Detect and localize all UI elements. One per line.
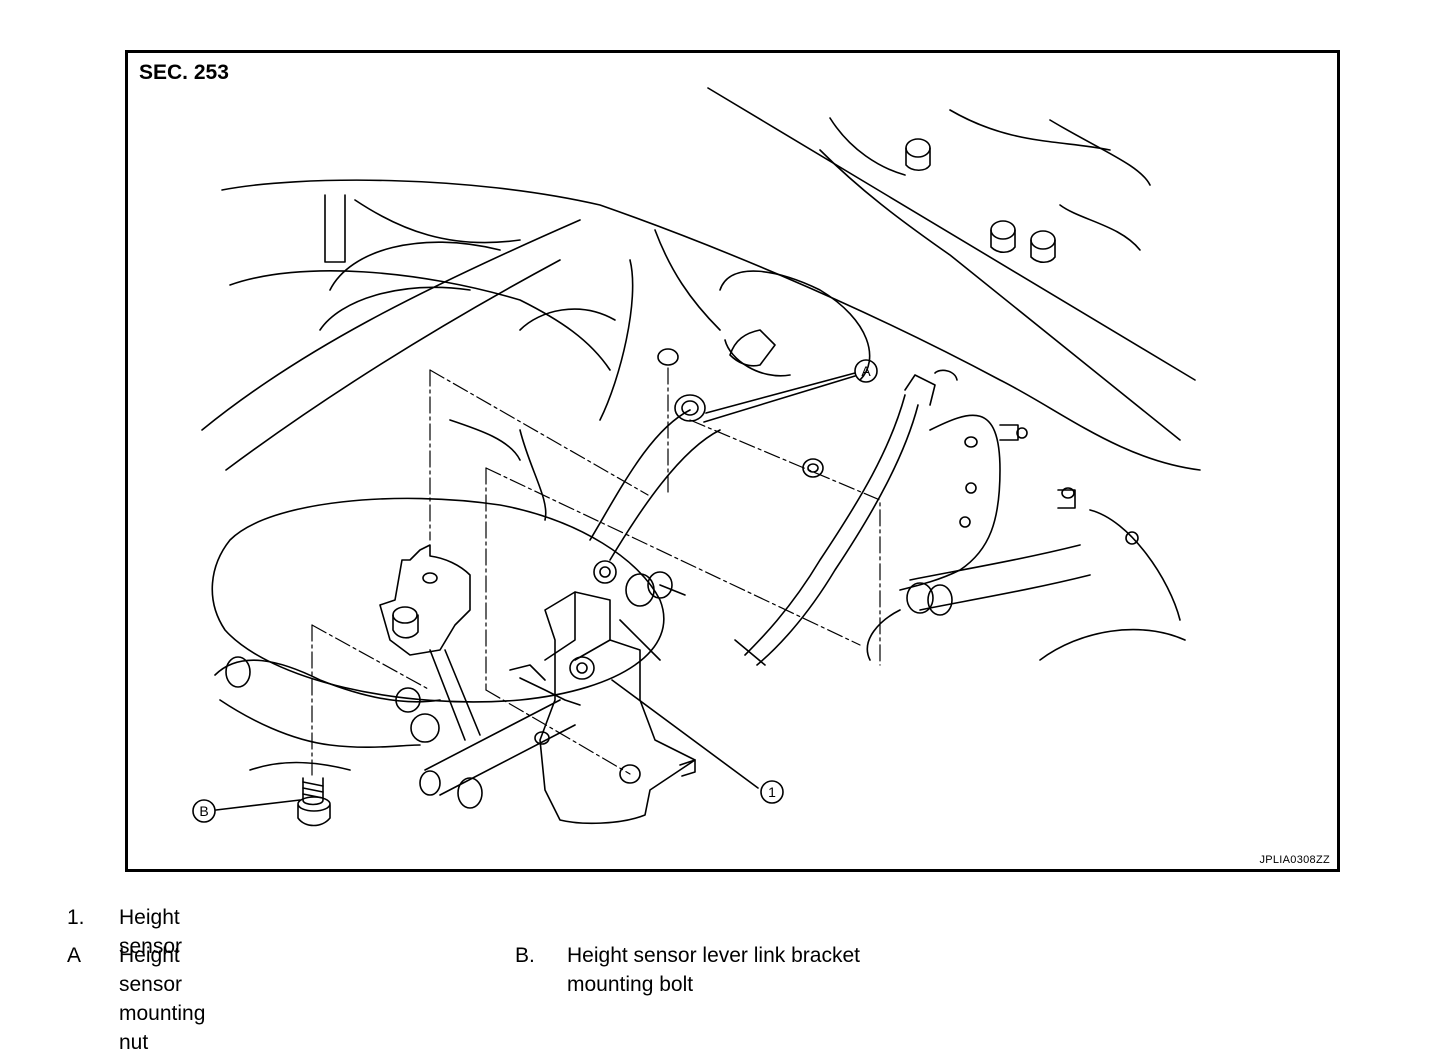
legend-key-1: 1. [67,906,85,929]
legend-key-a: A [67,944,82,967]
callout-a-circle [854,359,878,383]
legend-text-1: Height sensor [119,906,183,958]
leader-b [215,799,301,811]
legend-text-a: Height sensor mounting nut [119,944,206,1054]
section-label: SEC. 253 [139,61,229,84]
height-sensor-illustration: A 1 B [192,87,1201,827]
lower-link-bolt [619,571,686,661]
image-code: JPLIA0308ZZ [1259,854,1330,866]
brake-pipe [744,394,906,656]
callout-1-label: 1 [768,784,776,800]
stabilizer-link [909,544,1081,581]
nut-a-hole [657,348,824,478]
legend-text-b: Height sensor lever link bracket mountin… [567,944,860,996]
lever-link [429,649,466,741]
frame-rail [707,87,1196,381]
callout-b-label: B [199,803,208,819]
callout-b-circle [192,799,216,823]
diagram-frame: SEC. 253 JPLIA0308ZZ [125,50,1340,872]
sensor-bracket [379,544,471,656]
callout-1-circle [760,780,784,804]
frame-rail-lower [819,149,1181,441]
leader-1 [611,679,759,789]
bolt-upper-2 [990,220,1016,254]
right-bracket [899,414,1001,591]
bolt-upper-1 [905,138,931,172]
legend-key-b: B. [515,944,535,967]
alignment-lines [311,367,881,776]
height-sensor-body [509,591,696,825]
mounting-nut-a [674,394,706,422]
bracket-bolt-b [297,777,331,827]
lower-arm [214,659,441,703]
callout-a-label: A [861,363,871,379]
leader-a [705,372,856,414]
axle-oval [211,497,665,703]
bolt-upper-3 [1030,230,1056,264]
crossmember [221,179,1201,471]
bump-stop [719,270,871,381]
